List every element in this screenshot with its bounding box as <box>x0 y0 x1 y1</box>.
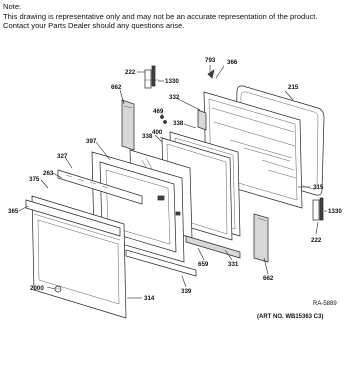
callout-662-bot: 662 <box>263 275 274 282</box>
callout-659: 659 <box>198 261 209 268</box>
callout-338-a: 338 <box>173 120 184 127</box>
callout-222-bot: 222 <box>311 237 322 244</box>
callout-315: 315 <box>313 184 324 191</box>
callout-222-top: 222 <box>125 69 136 76</box>
outer-door-panel <box>25 195 127 319</box>
bottom-trim <box>125 249 197 277</box>
callout-labels: 222 1330 793 366 215 662 332 469 338 400… <box>8 57 342 302</box>
hinge-bottom <box>312 197 324 221</box>
note-line-1: This drawing is representative only and … <box>3 11 318 21</box>
callout-327: 327 <box>57 153 68 160</box>
callout-332: 332 <box>169 94 180 101</box>
callout-793: 793 <box>205 57 216 64</box>
screw-hardware <box>160 69 215 124</box>
callout-314: 314 <box>144 295 155 302</box>
callout-397: 397 <box>86 138 97 145</box>
reference-art-number: (ART NO. WB15363 C3) <box>257 314 323 320</box>
callout-215: 215 <box>288 84 299 91</box>
insulation-pad-top <box>121 99 135 151</box>
insulation-pad-bottom <box>253 213 269 263</box>
hinge-top <box>144 65 159 89</box>
disclaimer-note: Note: This drawing is representative onl… <box>3 2 317 31</box>
callout-366: 366 <box>227 59 238 66</box>
callout-263: 263 <box>43 170 54 177</box>
callout-339: 339 <box>181 288 192 295</box>
leader-lines <box>18 65 327 299</box>
callout-365: 365 <box>8 208 19 215</box>
note-line-2: Contact your Parts Dealer should any que… <box>3 21 185 31</box>
callout-1330-bot: 1330 <box>328 208 342 215</box>
handle-bracket <box>57 169 143 205</box>
callout-2000: 2000 <box>30 285 44 292</box>
note-heading: Note: <box>3 2 22 11</box>
callout-469: 469 <box>153 108 164 115</box>
callout-400: 400 <box>152 129 163 136</box>
callout-331: 331 <box>228 261 239 268</box>
callout-338-b: 338 <box>142 133 153 140</box>
callout-375: 375 <box>29 176 40 183</box>
callout-1330-top: 1330 <box>165 78 179 85</box>
reference-ra-number: RA-5889 <box>313 301 337 307</box>
callout-662-top: 662 <box>111 84 122 91</box>
